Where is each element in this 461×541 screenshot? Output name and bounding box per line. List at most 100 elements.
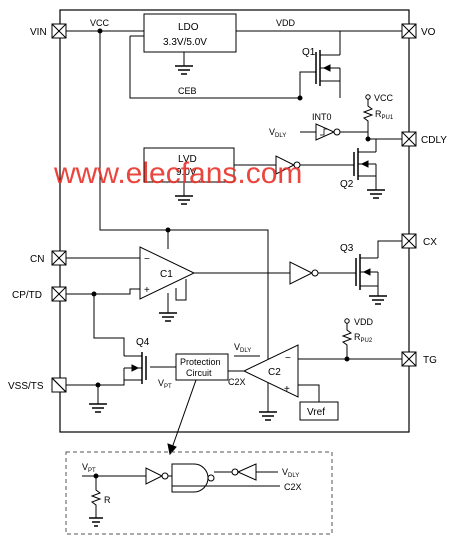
c2-comparator	[242, 344, 299, 398]
vref-label: Vref	[307, 407, 325, 418]
net-label-ceb: CEB	[178, 86, 197, 96]
detail-vpt-main: V	[82, 462, 88, 472]
net-label-vcc-pullup: VCC	[374, 93, 394, 103]
vss-ground-icon	[89, 403, 107, 413]
pin-label-vo: VO	[421, 27, 436, 38]
chip-outline	[59, 9, 410, 433]
pin-label-tg: TG	[423, 355, 437, 366]
vdly-int-main: V	[269, 127, 275, 137]
ldo-label: LDO	[178, 22, 199, 33]
lvd-voltage-label: 9.0V	[176, 167, 197, 178]
pin-vss-ts	[51, 377, 67, 393]
q3-label: Q3	[340, 243, 354, 254]
lvd-buffer	[275, 155, 301, 175]
vdd-pullup-node	[344, 318, 350, 324]
junction-tg	[344, 356, 350, 362]
rpu2-resistor	[341, 323, 353, 359]
q4-transistor	[124, 352, 147, 384]
net-label-vdd-top: VDD	[276, 18, 296, 28]
protection-label-2: Circuit	[186, 368, 212, 378]
protection-block	[175, 353, 229, 381]
q2-label: Q2	[340, 179, 354, 190]
int0-label: INT0	[312, 112, 332, 122]
q1-transistor	[315, 31, 341, 98]
vdly-c2-main: V	[234, 342, 240, 352]
watermark-text: www.elecfans.com	[53, 157, 302, 190]
rpu1-label-sub: PU1	[382, 115, 394, 121]
q4-label: Q4	[136, 337, 150, 348]
lvd-ground-icon	[175, 195, 193, 205]
c2-plus: +	[284, 384, 290, 395]
wire-q4-source	[66, 368, 125, 386]
c2-minus: −	[285, 353, 291, 364]
wire-c1-feedback	[175, 279, 187, 301]
wire-cp-td	[66, 288, 140, 295]
detail-ground-icon	[89, 517, 103, 527]
vpt-sub: PT	[164, 384, 172, 390]
detail-box	[65, 451, 333, 535]
c1-label: C1	[160, 269, 173, 280]
detail-inverter-2	[231, 463, 257, 481]
ldo-voltage-label: 3.3V/5.0V	[163, 37, 207, 48]
detail-pointer-line	[171, 379, 197, 449]
c1-ground-icon	[159, 312, 177, 322]
detail-resistor	[90, 476, 102, 518]
c1-plus: +	[144, 285, 150, 296]
wire-vref	[298, 384, 320, 402]
pin-label-cn: CN	[30, 254, 44, 265]
junction-vcc	[97, 28, 103, 34]
q2-ground-icon	[367, 189, 385, 199]
rpu1-label: RPU1	[375, 109, 394, 121]
rpu2-label: RPU2	[354, 332, 373, 344]
junction-ceb	[297, 95, 303, 101]
pin-label-cp-td: CP/TD	[12, 290, 42, 301]
pin-label-vss-ts: VSS/TS	[8, 381, 44, 392]
net-label-vpt: VPT	[158, 378, 172, 390]
int0-schmitt-inverter	[315, 123, 341, 141]
detail-nand-gate	[171, 463, 215, 493]
net-label-vcc-top: VCC	[90, 18, 110, 28]
c2-label: C2	[268, 367, 281, 378]
detail-vpt-label: VPT	[82, 462, 96, 474]
rpu2-label-sub: PU2	[361, 338, 373, 344]
c1-minus: −	[144, 254, 150, 265]
pin-vo	[401, 23, 417, 39]
protection-label-1: Protection	[180, 357, 221, 367]
wire-q4-drain	[93, 294, 125, 356]
detail-vdly-label: VDLY	[282, 467, 299, 479]
pin-cn	[51, 250, 67, 266]
q3-ground-icon	[369, 295, 387, 305]
vcc-pullup-node	[365, 94, 371, 100]
lvd-label: LVD	[178, 154, 197, 165]
wire-vcc-rail	[99, 31, 269, 412]
detail-vdly-main: V	[282, 467, 288, 477]
pin-cp-td	[51, 286, 67, 302]
detail-vdly-sub: DLY	[288, 473, 299, 479]
net-label-vdly-c2: VDLY	[234, 342, 251, 354]
lvd-block	[143, 147, 235, 183]
net-label-c2x: C2X	[228, 377, 246, 387]
rpu1-resistor	[362, 99, 374, 139]
q2-transistor	[353, 139, 377, 190]
pin-cx	[401, 233, 417, 249]
pin-vin	[51, 23, 67, 39]
q3-transistor	[355, 240, 402, 296]
net-label-vdly-int: VDLY	[269, 127, 286, 139]
vpt-main: V	[158, 378, 164, 388]
vdly-c2-sub: DLY	[240, 348, 251, 354]
rpu2-label-main: R	[354, 332, 361, 342]
detail-pointer-arrowhead	[167, 443, 177, 456]
c1-out-inverter	[289, 261, 319, 285]
detail-c2x-label: C2X	[284, 482, 302, 492]
vcc-rail-ground-icon	[259, 411, 277, 421]
vdly-int-sub: DLY	[275, 133, 286, 139]
pin-label-cx: CX	[423, 237, 437, 248]
c1-comparator	[139, 246, 196, 300]
q1-label: Q1	[302, 47, 316, 58]
detail-inverter-1	[145, 467, 169, 485]
net-label-vdd-pullup: VDD	[354, 317, 374, 327]
pin-label-vin: VIN	[30, 27, 47, 38]
ldo-ground-icon	[175, 65, 193, 75]
detail-vpt-sub: PT	[88, 468, 96, 474]
